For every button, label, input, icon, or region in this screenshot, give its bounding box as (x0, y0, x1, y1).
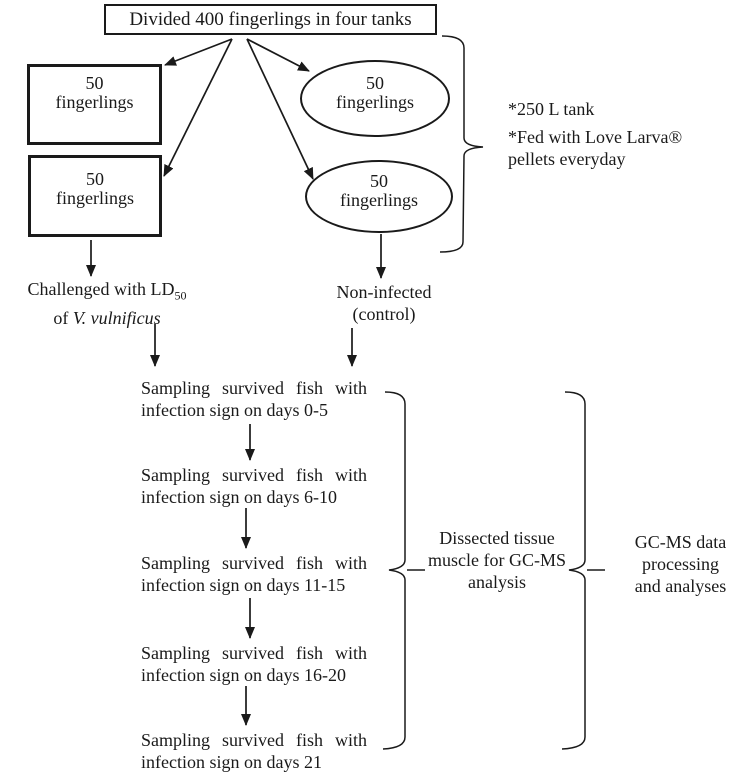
dissection-label: Dissected tissue muscle for GC-MS analys… (418, 527, 576, 593)
gcms-line-2: processing (642, 554, 719, 574)
tank-ellipse-1: 50 fingerlings (300, 60, 450, 137)
challenge-line-2: of V. vulnificus (53, 307, 161, 328)
tank-count: 50 (370, 171, 388, 191)
tank-label: fingerlings (340, 190, 418, 210)
sampling-step-2: Sampling survived fish with infection si… (141, 464, 367, 508)
ld50-subscript: 50 (174, 288, 187, 303)
arrow-box-to-rect1 (164, 38, 233, 66)
sampling-line-1: Sampling survived fish with (141, 378, 367, 398)
tank-rect-2: 50 fingerlings (28, 155, 162, 237)
title-box: Divided 400 fingerlings in four tanks (104, 4, 437, 35)
tank-label: fingerlings (56, 188, 134, 208)
tank-label: fingerlings (55, 92, 134, 112)
control-line-2: (control) (352, 304, 416, 324)
sampling-line-1: Sampling survived fish with (141, 730, 367, 750)
sampling-line-2: infection sign on days 16-20 (141, 665, 346, 685)
dissection-line-2: muscle for GC-MS (428, 550, 566, 570)
sampling-step-5: Sampling survived fish with infection si… (141, 729, 367, 773)
gcms-brace (561, 391, 605, 750)
tank-count: 50 (85, 73, 104, 93)
dissection-line-3: analysis (468, 572, 526, 592)
dissection-line-1: Dissected tissue (439, 528, 555, 548)
dissection-brace (382, 391, 425, 750)
control-label: Non-infected (control) (306, 281, 462, 325)
sampling-step-3: Sampling survived fish with infection si… (141, 552, 367, 596)
arrow-box-to-ellipse1 (246, 38, 310, 72)
gcms-label: GC-MS data processing and analyses (614, 531, 747, 597)
tank-conditions-bracket (439, 35, 484, 253)
control-line-1: Non-infected (336, 282, 432, 302)
sampling-line-1: Sampling survived fish with (141, 643, 367, 663)
challenge-label: Challenged with LD50 of V. vulnificus (8, 278, 206, 329)
challenge-line-1: Challenged with LD50 (27, 279, 187, 303)
tank-count: 50 (366, 73, 384, 93)
sampling-line-2: infection sign on days 21 (141, 752, 322, 772)
sampling-line-2: infection sign on days 6-10 (141, 487, 337, 507)
sampling-line-2: infection sign on days 11-15 (141, 575, 346, 595)
tank-rect-1: 50 fingerlings (27, 64, 162, 145)
sampling-step-4: Sampling survived fish with infection si… (141, 642, 367, 686)
tank-conditions-note: *250 L tank *Fed with Love Larva® pellet… (508, 98, 723, 170)
sampling-line-1: Sampling survived fish with (141, 553, 367, 573)
gcms-line-3: and analyses (634, 576, 727, 596)
tank-ellipse-2: 50 fingerlings (305, 160, 453, 233)
sampling-line-1: Sampling survived fish with (141, 465, 367, 485)
arrow-box-to-rect2 (163, 38, 233, 177)
note-line-1: *250 L tank (508, 99, 595, 119)
tank-count: 50 (86, 169, 104, 189)
sampling-line-2: infection sign on days 0-5 (141, 400, 328, 420)
arrow-box-to-ellipse2 (246, 38, 314, 180)
species-name: V. vulnificus (72, 307, 161, 328)
gcms-line-1: GC-MS data (634, 532, 727, 552)
tank-label: fingerlings (336, 92, 414, 112)
note-line-2: *Fed with Love Larva® pellets everyday (508, 127, 683, 169)
sampling-step-1: Sampling survived fish with infection si… (141, 377, 367, 421)
